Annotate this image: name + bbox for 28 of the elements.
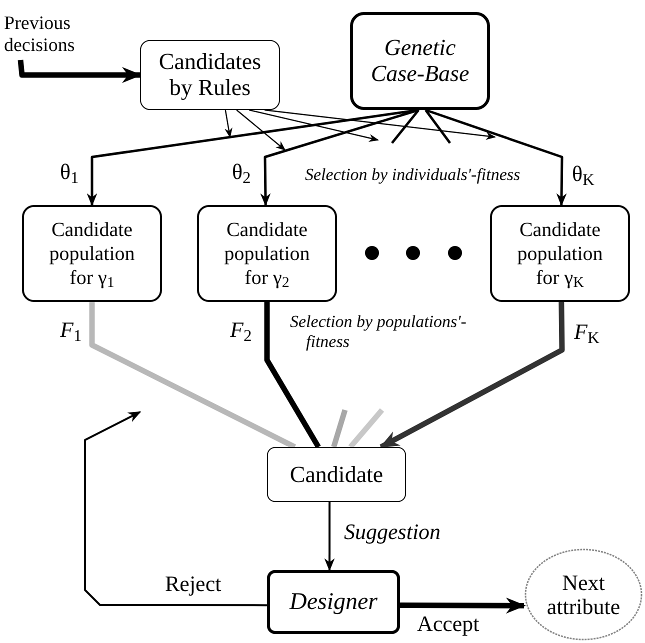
input-label: Previous decisions (4, 10, 114, 60)
annotation-text: Selection by populations'-fitness (290, 312, 468, 352)
process-box: Candidates by Rules (140, 40, 280, 110)
arrow (249, 109, 379, 142)
arrow (236, 110, 286, 151)
arrow (260, 108, 419, 206)
population-box: Candidate population for γ$_{2}$ (197, 205, 337, 302)
arrow (400, 598, 526, 614)
terminal-ellipse: Next attribute (524, 548, 643, 641)
population-box: Candidate population for γ$_{1}$ (22, 205, 162, 302)
arrow (224, 110, 232, 138)
arrow (379, 302, 565, 450)
arrow (264, 109, 496, 140)
arrow (18, 60, 142, 83)
designer-box: Designer (267, 570, 400, 634)
connector-line (331, 409, 348, 448)
result-box: Candidate (267, 447, 406, 502)
connector-line (264, 302, 321, 448)
connector-line (391, 109, 420, 144)
database-box: Genetic Case-Base (350, 12, 490, 110)
annotation-text: Selection by individuals'-fitness (305, 165, 522, 185)
connector-line (424, 109, 451, 144)
arrow (425, 108, 567, 206)
population-box: Candidate population for γ$_{K}$ (490, 205, 630, 302)
arrow (84, 411, 267, 606)
connector-line (348, 408, 384, 449)
arrow (324, 502, 335, 572)
connector-line (89, 302, 296, 450)
